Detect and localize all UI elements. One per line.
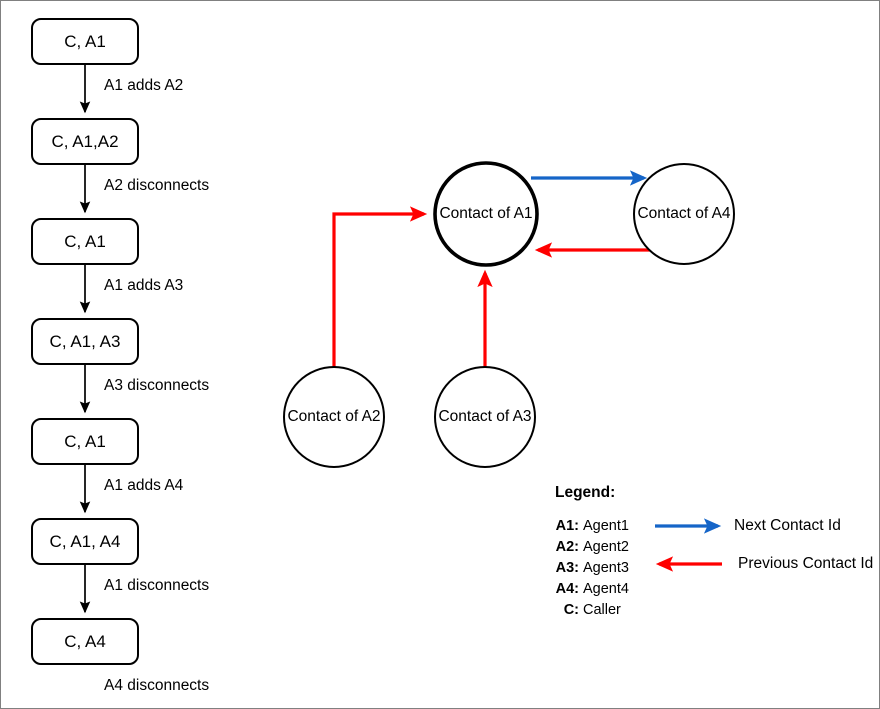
legend-key-a3: A3: bbox=[556, 560, 579, 576]
flow-edge-label-e3: A1 adds A3 bbox=[104, 277, 183, 294]
flow-node-label: C, A1, A4 bbox=[50, 532, 121, 551]
flow-node-n4[interactable]: C, A1, A3 bbox=[31, 318, 139, 365]
flowchart-column: C, A1 A1 adds A2 C, A1,A2 A2 disconnects… bbox=[31, 18, 209, 694]
contact-circle-label: Contact of A2 bbox=[287, 408, 380, 425]
flow-node-label: C, A1, A3 bbox=[50, 332, 121, 351]
legend-value-a3: Agent3 bbox=[583, 560, 629, 576]
legend-title: Legend: bbox=[555, 484, 615, 501]
flow-node-n1[interactable]: C, A1 bbox=[31, 18, 139, 65]
flow-node-n5[interactable]: C, A1 bbox=[31, 418, 139, 465]
contact-circle-label: Contact of A4 bbox=[637, 205, 730, 222]
legend-key-a4: A4: bbox=[556, 581, 579, 597]
contact-node-a4[interactable]: Contact of A4 bbox=[633, 163, 735, 265]
flow-node-n3[interactable]: C, A1 bbox=[31, 218, 139, 265]
legend-value-a4: Agent4 bbox=[583, 581, 629, 597]
contact-graph: Contact of A1 Contact of A4 Contact of A… bbox=[283, 161, 735, 468]
flow-edge-label-e1: A1 adds A2 bbox=[104, 77, 183, 94]
contact-node-a3[interactable]: Contact of A3 bbox=[434, 366, 536, 468]
legend: Legend: A1: Agent1 A2: Agent2 A3: Agent3… bbox=[555, 484, 873, 618]
legend-previous-contact-label: Previous Contact Id bbox=[738, 555, 873, 572]
contact-node-a1[interactable]: Contact of A1 bbox=[433, 161, 539, 267]
legend-next-contact-label: Next Contact Id bbox=[734, 517, 841, 534]
contact-circle-label: Contact of A1 bbox=[439, 205, 532, 222]
legend-value-c: Caller bbox=[583, 602, 621, 618]
flow-node-box bbox=[31, 618, 139, 665]
flow-edge-label-e6: A1 disconnects bbox=[104, 577, 209, 594]
flow-node-n7[interactable]: C, A4 bbox=[31, 618, 139, 665]
contact-circle bbox=[283, 366, 385, 468]
contact-node-a2[interactable]: Contact of A2 bbox=[283, 366, 385, 468]
legend-key-a2: A2: bbox=[556, 539, 579, 555]
flow-edge-label-e7: A4 disconnects bbox=[104, 677, 209, 694]
contact-circle bbox=[433, 161, 539, 267]
flow-node-label: C, A4 bbox=[64, 632, 106, 651]
flow-node-label: C, A1 bbox=[64, 232, 106, 251]
contact-circle-label: Contact of A3 bbox=[438, 408, 531, 425]
legend-value-a1: Agent1 bbox=[583, 518, 629, 534]
flow-node-label: C, A1,A2 bbox=[51, 132, 118, 151]
contact-circle bbox=[633, 163, 735, 265]
flow-node-label: C, A1 bbox=[64, 432, 106, 451]
flow-edge-label-e2: A2 disconnects bbox=[104, 177, 209, 194]
flow-edge-label-e5: A1 adds A4 bbox=[104, 477, 184, 494]
legend-value-a2: Agent2 bbox=[583, 539, 629, 555]
flow-node-label: C, A1 bbox=[64, 32, 106, 51]
flow-node-n6[interactable]: C, A1, A4 bbox=[31, 518, 139, 565]
previous-contact-arrow-a2-a1 bbox=[332, 206, 428, 367]
contact-circle bbox=[434, 366, 536, 468]
legend-key-c: C: bbox=[564, 602, 579, 618]
flow-node-n2[interactable]: C, A1,A2 bbox=[31, 118, 139, 165]
legend-key-a1: A1: bbox=[556, 518, 579, 534]
flow-edge-label-e4: A3 disconnects bbox=[104, 377, 209, 394]
